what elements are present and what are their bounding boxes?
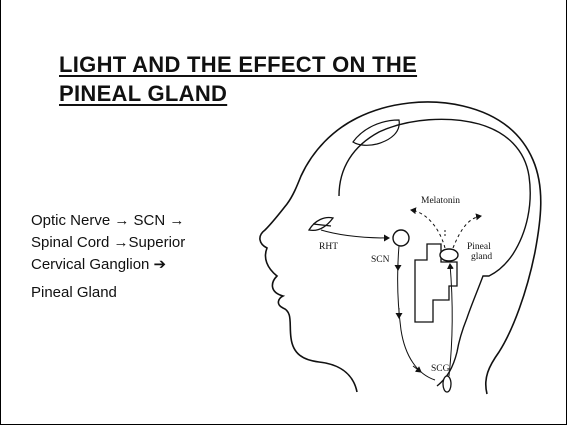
pineal-gland-node bbox=[440, 249, 458, 261]
rht-tract bbox=[321, 230, 389, 238]
brain-outline bbox=[339, 119, 530, 386]
eye bbox=[309, 218, 333, 231]
melatonin-label: Melatonin bbox=[421, 196, 460, 206]
head-outline bbox=[260, 102, 541, 394]
scg-node bbox=[443, 376, 451, 392]
cortex-fold bbox=[353, 120, 399, 145]
melatonin-arrow-left bbox=[411, 210, 445, 248]
spinal-arrow-3 bbox=[413, 366, 421, 372]
pineal-label-line-2: gland bbox=[471, 252, 492, 262]
pineal-label-line-1: Pineal bbox=[467, 242, 491, 252]
spinal-pathway-down bbox=[398, 246, 435, 380]
rht-label: RHT bbox=[319, 242, 338, 252]
scg-label: SCG bbox=[431, 364, 450, 374]
scn-label: SCN bbox=[371, 255, 390, 265]
scg-to-pineal-pathway bbox=[449, 264, 452, 376]
scn-node bbox=[393, 230, 409, 246]
